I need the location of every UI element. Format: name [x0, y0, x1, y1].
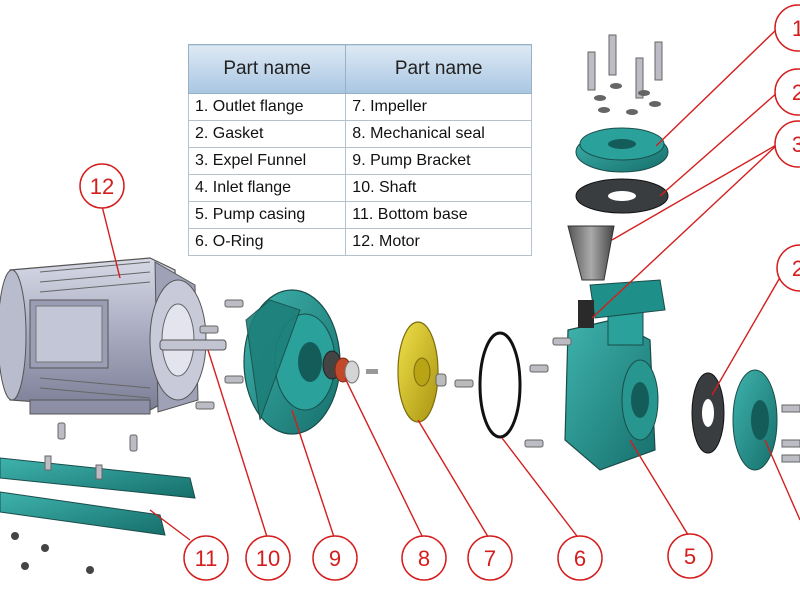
table-cell: 11. Bottom base	[345, 201, 532, 229]
header-part-name-left: Part name	[187, 44, 347, 94]
table-cell: 9. Pump Bracket	[345, 147, 532, 175]
table-cell: 8. Mechanical seal	[345, 120, 532, 148]
inlet-flange	[732, 369, 800, 471]
callout-10: 10	[245, 535, 291, 581]
callout-8: 8	[401, 535, 447, 581]
callout-7: 7	[467, 535, 513, 581]
pump-bracket	[243, 289, 341, 435]
callout-6: 6	[557, 535, 603, 581]
outlet-flange	[575, 127, 669, 173]
callout-2-right-label: 2	[792, 256, 800, 281]
callout-9-label: 9	[329, 546, 341, 571]
impeller	[397, 321, 474, 423]
motor-bolts	[57, 299, 244, 452]
gasket-outlet	[575, 178, 669, 214]
callout-10-label: 10	[256, 546, 280, 571]
table-cell: 4. Inlet flange	[187, 174, 347, 202]
top-bolts	[587, 34, 663, 99]
mechanical-seal	[322, 350, 378, 384]
parts-table: Part name Part name 1. Outlet flange 7. …	[187, 44, 532, 256]
bottom-base	[0, 455, 196, 574]
table-row: 4. Inlet flange 10. Shaft	[187, 174, 532, 202]
o-ring	[478, 331, 522, 439]
callout-3: 3	[774, 120, 800, 168]
motor	[0, 257, 227, 415]
callout-12: 12	[79, 163, 125, 209]
callout-3-label: 3	[792, 132, 800, 157]
table-cell: 5. Pump casing	[187, 201, 347, 229]
callout-7-label: 7	[484, 546, 496, 571]
table-row: 6. O-Ring 12. Motor	[187, 228, 532, 256]
callout-2-right: 2	[776, 244, 800, 292]
callout-12-label: 12	[90, 174, 114, 199]
callout-5-label: 5	[684, 544, 696, 569]
callout-6-label: 6	[574, 546, 586, 571]
table-cell: 3. Expel Funnel	[187, 147, 347, 175]
table-cell: 1. Outlet flange	[187, 93, 347, 121]
table-row: 2. Gasket 8. Mechanical seal	[187, 120, 532, 148]
table-row: 5. Pump casing 11. Bottom base	[187, 201, 532, 229]
callout-11: 11	[183, 535, 229, 581]
callout-1: 1	[774, 4, 800, 52]
callout-8-label: 8	[418, 546, 430, 571]
callout-1-label: 1	[792, 16, 800, 41]
table-cell: 10. Shaft	[345, 174, 532, 202]
table-cell: 12. Motor	[345, 228, 532, 256]
table-cell: 6. O-Ring	[187, 228, 347, 256]
callout-9: 9	[312, 535, 358, 581]
pump-casing	[524, 279, 666, 471]
table-cell: 7. Impeller	[345, 93, 532, 121]
callout-2-top: 2	[774, 68, 800, 116]
top-nuts	[594, 83, 661, 115]
callout-5: 5	[667, 533, 713, 579]
table-cell: 2. Gasket	[187, 120, 347, 148]
parts-table-header: Part name Part name	[187, 44, 532, 94]
callout-11-label: 11	[195, 546, 218, 571]
table-row: 3. Expel Funnel 9. Pump Bracket	[187, 147, 532, 175]
leader-lines	[101, 27, 800, 541]
table-row: 1. Outlet flange 7. Impeller	[187, 93, 532, 121]
callout-2-top-label: 2	[792, 80, 800, 105]
expel-funnel	[567, 225, 615, 281]
header-part-name-right: Part name	[345, 44, 532, 94]
